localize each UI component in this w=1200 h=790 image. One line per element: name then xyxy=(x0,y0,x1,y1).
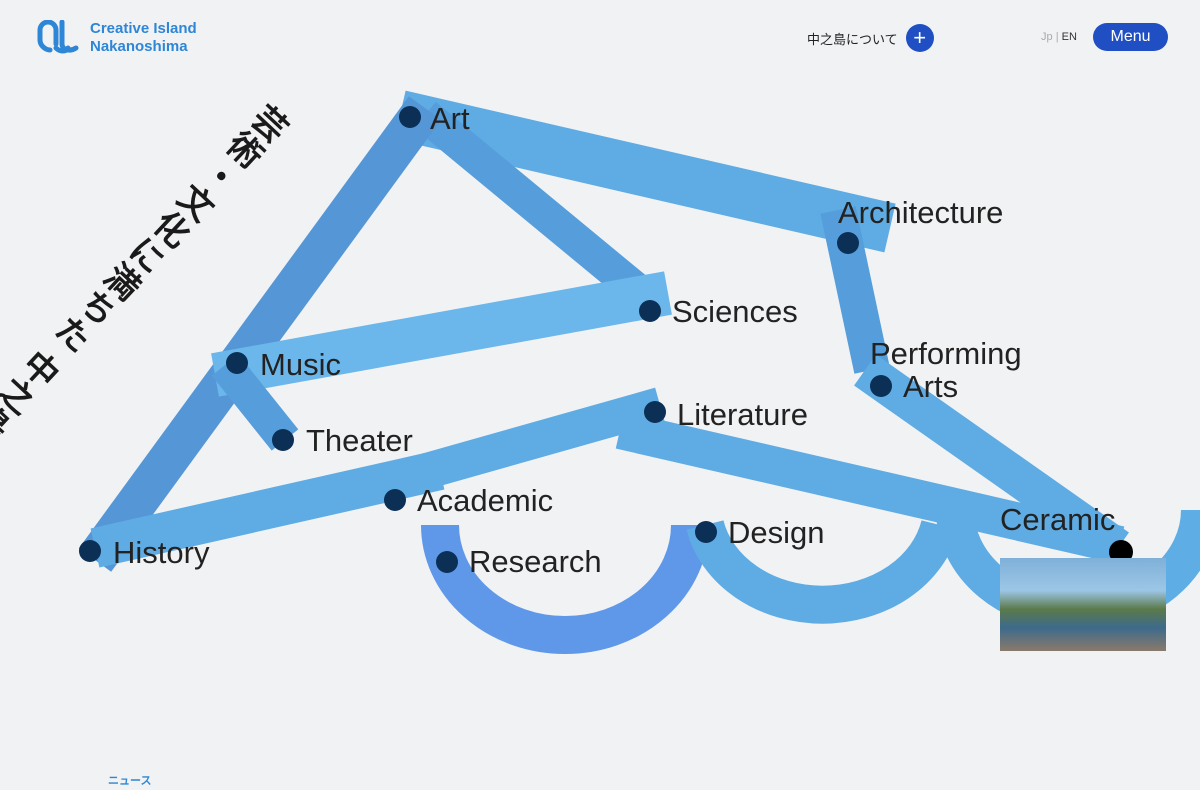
node-architecture[interactable]: Architecture xyxy=(838,195,1004,230)
plus-icon: + xyxy=(905,24,934,52)
node-sciences[interactable]: Sciences xyxy=(672,294,798,329)
node-dot-theater xyxy=(272,429,294,451)
node-dot-research xyxy=(436,551,458,573)
node-ceramic[interactable]: Ceramic xyxy=(1000,502,1116,537)
node-history[interactable]: History xyxy=(113,535,210,570)
lang-separator: | xyxy=(1055,31,1059,43)
node-research[interactable]: Research xyxy=(469,544,602,579)
menu-button[interactable]: Menu xyxy=(1093,23,1168,51)
node-dot-performing-arts xyxy=(870,375,892,397)
logo-line1: Creative Island xyxy=(90,20,197,37)
tape-music-theater xyxy=(211,354,299,451)
node-dot-art xyxy=(399,106,421,128)
node-dot-history xyxy=(79,540,101,562)
node-arts[interactable]: Arts xyxy=(903,369,959,404)
tape-academic-literature xyxy=(390,387,665,498)
node-design[interactable]: Design xyxy=(728,515,825,550)
about-nakanoshima-button[interactable]: 中之島について + xyxy=(807,24,934,52)
arc-research xyxy=(421,524,709,654)
about-label: 中之島について xyxy=(807,31,898,47)
node-performing[interactable]: Performing xyxy=(870,336,1022,371)
node-theater[interactable]: Theater xyxy=(306,423,413,458)
lang-en[interactable]: EN xyxy=(1061,31,1077,43)
node-academic[interactable]: Academic xyxy=(417,483,554,518)
arc-design xyxy=(686,519,959,624)
tape-music-sciences xyxy=(211,271,672,397)
logo-line2: Nakanoshima xyxy=(90,38,188,55)
node-dot-literature xyxy=(644,401,666,423)
tape-art-sciences xyxy=(414,101,666,319)
tape-art-architecture xyxy=(394,90,896,253)
tape-art-history xyxy=(78,96,442,572)
lang-jp[interactable]: Jp xyxy=(1041,31,1053,43)
node-dot-academic xyxy=(384,489,406,511)
tape-performing-ceramic xyxy=(854,354,1129,564)
node-dot-sciences xyxy=(639,300,661,322)
node-music[interactable]: Music xyxy=(260,347,341,382)
language-switch[interactable]: Jp | EN xyxy=(1041,31,1077,43)
node-dot-design xyxy=(695,521,717,543)
node-literature[interactable]: Literature xyxy=(677,397,808,432)
ceramic-photo[interactable] xyxy=(1000,558,1166,651)
logo-mark-icon xyxy=(37,20,79,54)
node-dot-architecture xyxy=(837,232,859,254)
node-art[interactable]: Art xyxy=(430,101,470,136)
tape-history-academic xyxy=(90,450,445,568)
news-link[interactable]: ニュース xyxy=(108,775,152,787)
node-dot-music xyxy=(226,352,248,374)
tape-literature-ceramic xyxy=(615,411,1125,564)
